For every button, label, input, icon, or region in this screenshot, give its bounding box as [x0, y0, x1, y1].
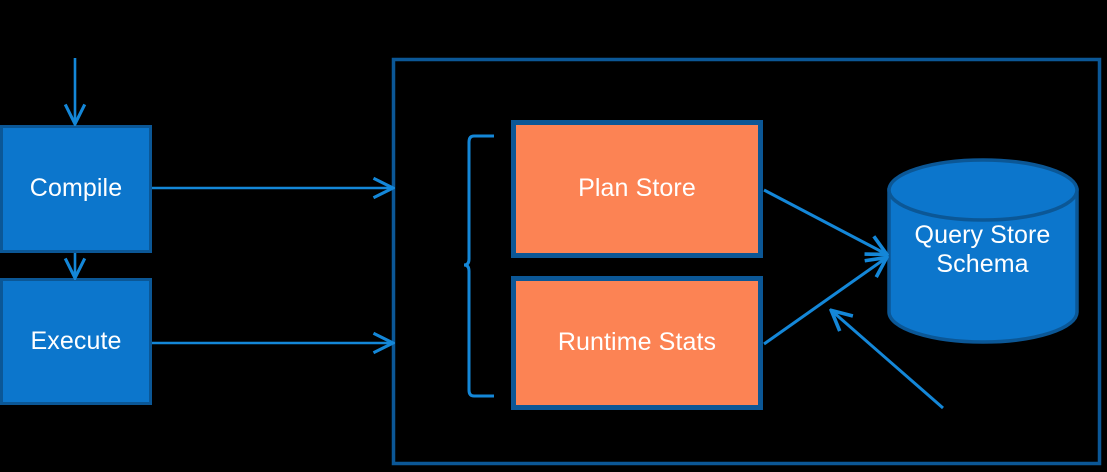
compile-box[interactable]	[0, 125, 152, 253]
query-store-container	[391, 57, 1102, 466]
edge-external-to-schema	[832, 311, 944, 410]
execute-box[interactable]	[0, 278, 152, 405]
store-group-bracket	[463, 134, 494, 398]
plan-store-box[interactable]	[511, 120, 763, 258]
runtime-stats-box[interactable]	[511, 276, 763, 410]
query-store-schema-cylinder[interactable]	[887, 158, 1079, 344]
edge-plan-store-to-schema	[763, 188, 886, 254]
edge-runtime-stats-to-schema	[763, 258, 886, 346]
